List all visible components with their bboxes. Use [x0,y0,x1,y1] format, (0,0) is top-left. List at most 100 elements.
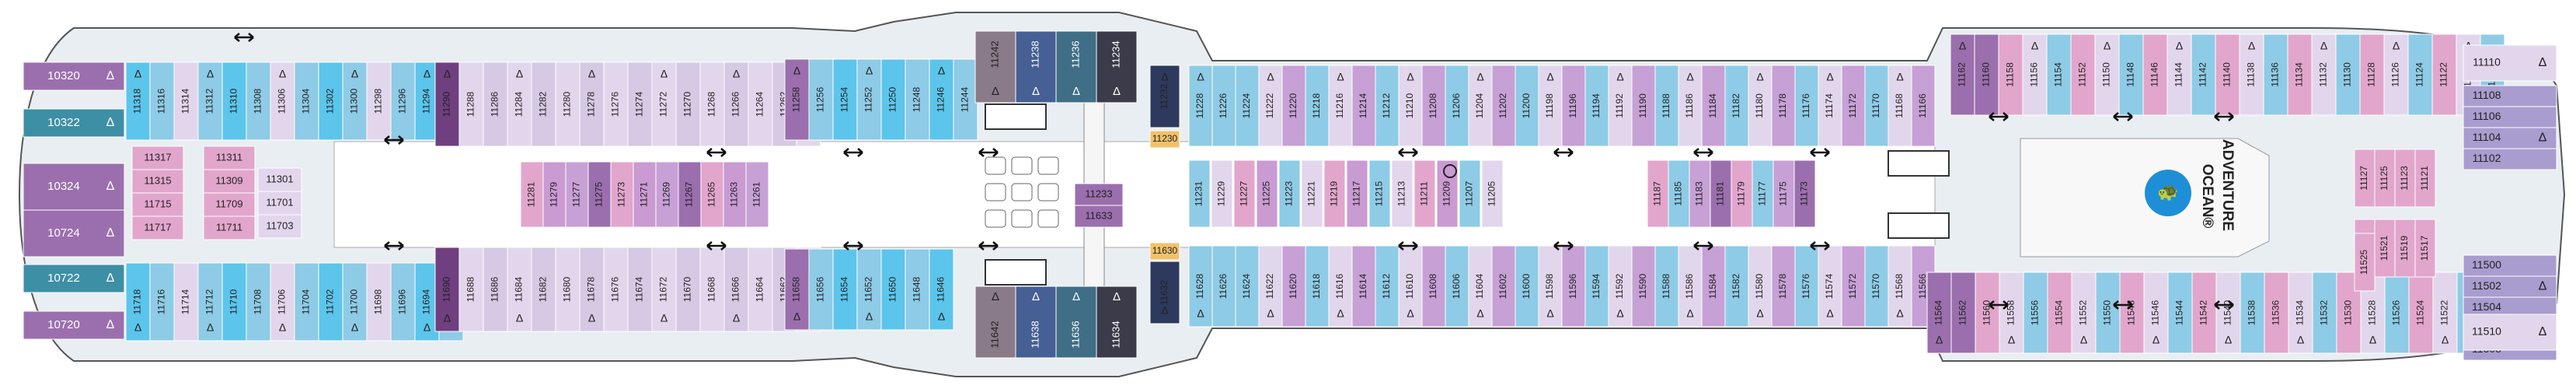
cabin-11517[interactable] [2414,219,2436,278]
cabin-11544[interactable] [2167,272,2193,354]
cabin-11121[interactable] [2414,149,2436,208]
cabin-11524[interactable] [2408,272,2434,354]
cabin-11124[interactable] [2407,33,2433,116]
cabin-11572[interactable] [1841,245,1866,328]
cabin-11207[interactable] [1459,159,1481,228]
cabin-11630[interactable] [1149,242,1180,261]
cabin-11315[interactable] [131,169,184,194]
cabin-11225[interactable] [1256,159,1278,228]
cabin-11136[interactable] [2263,33,2288,116]
cabin-11170[interactable] [1864,65,1889,147]
cabin-11306[interactable] [270,61,295,141]
cabin-11704[interactable] [294,262,319,342]
cabin-11172[interactable] [1841,65,1866,147]
cabin-11230[interactable] [1149,130,1180,149]
cabin-11638[interactable] [1015,286,1057,359]
cabin-11534[interactable] [2288,272,2313,354]
cabin-11546[interactable] [2143,272,2169,354]
cabin-11106[interactable] [2463,106,2557,128]
cabin-11684[interactable] [507,247,532,332]
cabin-11682[interactable] [531,247,556,332]
cabin-11183[interactable] [1689,159,1711,228]
cabin-11221[interactable] [1301,159,1323,228]
cabin-11202[interactable] [1491,65,1516,147]
cabin-11267[interactable] [678,161,702,228]
cabin-11500[interactable] [2463,254,2557,277]
cabin-11154[interactable] [2046,33,2072,116]
cabin-11656[interactable] [808,248,834,331]
cabin-11596[interactable] [1561,245,1586,328]
cabin-11558[interactable] [1999,272,2024,354]
cabin-11205[interactable] [1481,159,1504,228]
cabin-11212[interactable] [1375,65,1400,147]
cabin-11674[interactable] [627,247,653,332]
cabin-11246[interactable] [929,58,954,141]
cabin-11302[interactable] [318,61,343,141]
cabin-11586[interactable] [1678,245,1703,328]
cabin-10720[interactable] [23,310,125,340]
cabin-11110[interactable] [2463,44,2557,82]
cabin-11231[interactable] [1188,159,1211,228]
cabin-11622[interactable] [1258,245,1283,328]
cabin-11690[interactable] [434,247,460,332]
cabin-11248[interactable] [905,58,930,141]
cabin-11286[interactable] [483,61,508,147]
cabin-11264[interactable] [748,61,773,147]
cabin-11633[interactable] [1074,205,1124,228]
cabin-11703[interactable] [257,214,302,239]
cabin-11598[interactable] [1538,245,1563,328]
cabin-11522[interactable] [2432,272,2458,354]
cabin-11213[interactable] [1391,159,1413,228]
cabin-11702[interactable] [318,262,343,342]
cabin-11273[interactable] [610,161,634,228]
cabin-11304[interactable] [294,61,319,141]
cabin-11188[interactable] [1654,65,1679,147]
cabin-11592[interactable] [1608,245,1633,328]
cabin-11269[interactable] [655,161,679,228]
cabin-11234[interactable] [1096,30,1138,103]
cabin-11706[interactable] [270,262,295,342]
cabin-11318[interactable] [125,61,151,141]
cabin-11588[interactable] [1654,245,1679,328]
cabin-11134[interactable] [2287,33,2313,116]
cabin-11168[interactable] [1888,65,1912,147]
cabin-11125[interactable] [2374,149,2396,208]
cabin-11608[interactable] [1421,245,1446,328]
cabin-11714[interactable] [173,262,199,342]
cabin-11176[interactable] [1794,65,1819,147]
cabin-11200[interactable] [1515,65,1539,147]
cabin-11227[interactable] [1233,159,1256,228]
cabin-11102[interactable] [2463,148,2557,170]
cabin-11140[interactable] [2215,33,2240,116]
cabin-11309[interactable] [203,169,256,194]
cabin-11701[interactable] [257,191,302,216]
cabin-11229[interactable] [1211,159,1233,228]
cabin-11620[interactable] [1281,245,1306,328]
cabin-11178[interactable] [1771,65,1796,147]
cabin-11187[interactable] [1647,159,1669,228]
cabin-11570[interactable] [1864,245,1889,328]
cabin-11278[interactable] [579,61,605,147]
cabin-11132[interactable] [2311,33,2337,116]
cabin-11166[interactable] [1911,65,1936,147]
cabin-10722[interactable] [23,264,125,293]
cabin-11519[interactable] [2394,219,2416,278]
cabin-11552[interactable] [2071,272,2097,354]
cabin-11317[interactable] [131,145,184,170]
cabin-11152[interactable] [2070,33,2096,116]
cabin-11281[interactable] [520,161,544,228]
cabin-11600[interactable] [1515,245,1539,328]
cabin-11604[interactable] [1468,245,1493,328]
cabin-11670[interactable] [675,247,701,332]
cabin-11525[interactable] [2354,233,2376,292]
cabin-11550[interactable] [2095,272,2121,354]
cabin-11510[interactable] [2463,314,2557,351]
cabin-11626[interactable] [1211,245,1236,328]
cabin-11217[interactable] [1346,159,1368,228]
cabin-11636[interactable] [1055,286,1097,359]
cabin-11226[interactable] [1211,65,1236,147]
cabin-11198[interactable] [1538,65,1563,147]
cabin-11594[interactable] [1584,245,1609,328]
cabin-11150[interactable] [2094,33,2120,116]
cabin-11275[interactable] [587,161,612,228]
